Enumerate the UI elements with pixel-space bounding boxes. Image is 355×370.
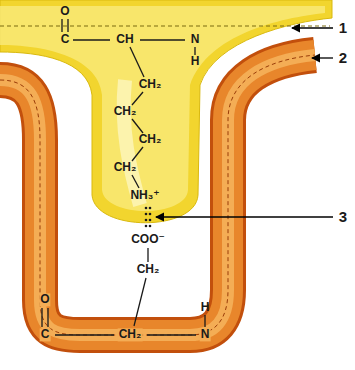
group-label: CH₂ xyxy=(138,133,163,146)
group-label: NH₃⁺ xyxy=(129,189,160,202)
yellow-chain xyxy=(0,0,332,223)
atom-label: H xyxy=(200,301,211,314)
group-label: CH₂ xyxy=(138,78,163,91)
atom-label: O xyxy=(59,5,70,18)
leader-lines xyxy=(156,28,333,217)
group-label: CH₂ xyxy=(113,161,138,174)
atom-label: H xyxy=(190,55,201,68)
callout-number: 2 xyxy=(338,50,348,67)
group-label: CH₂ xyxy=(118,328,143,341)
atom-label: N xyxy=(190,33,201,46)
atom-label: O xyxy=(39,293,50,306)
atom-label: C xyxy=(40,328,51,341)
group-label: CH₂ xyxy=(113,105,138,118)
callout-number: 1 xyxy=(338,20,348,37)
atom-label: C xyxy=(60,33,71,46)
ionic-bond xyxy=(145,207,152,228)
bonds xyxy=(42,19,205,335)
group-label: CH₂ xyxy=(136,263,161,276)
atom-label: N xyxy=(200,328,211,341)
callout-number: 3 xyxy=(338,209,348,226)
group-label: COO⁻ xyxy=(130,233,166,246)
atom-label: CH xyxy=(115,33,134,46)
